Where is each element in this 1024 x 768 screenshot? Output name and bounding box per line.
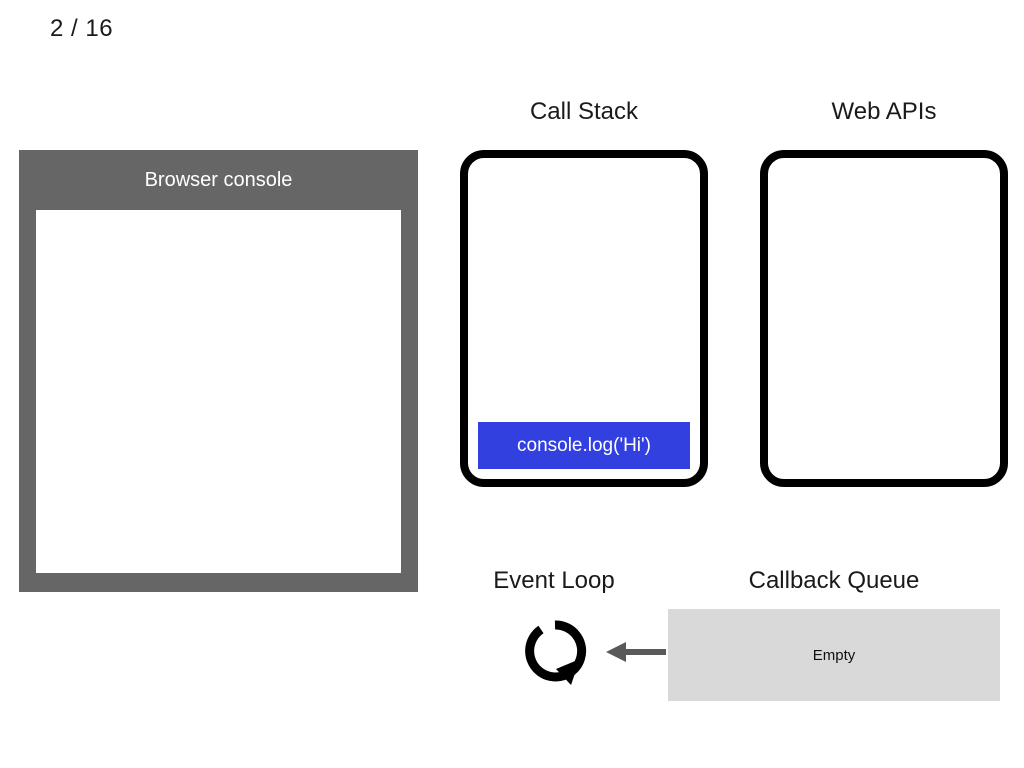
callback-queue-empty-label: Empty bbox=[812, 646, 856, 664]
circular-arrow-icon bbox=[518, 613, 592, 693]
web-apis-title: Web APIs bbox=[831, 98, 937, 125]
event-loop-title: Event Loop bbox=[493, 567, 615, 594]
web-apis-box bbox=[760, 150, 1008, 487]
browser-console-screen bbox=[36, 210, 401, 573]
callback-queue-box: Empty bbox=[668, 609, 1000, 701]
slide-counter: 2 / 16 bbox=[50, 15, 114, 42]
call-stack-title: Call Stack bbox=[529, 98, 639, 125]
call-stack-box: console.log('Hi') bbox=[460, 150, 708, 487]
arrow-left-icon bbox=[604, 637, 666, 667]
callback-queue-title: Callback Queue bbox=[748, 567, 920, 594]
call-stack-frame: console.log('Hi') bbox=[478, 422, 690, 469]
browser-console-title: Browser console bbox=[144, 169, 293, 191]
browser-console-panel: Browser console bbox=[19, 150, 418, 592]
console-log-list bbox=[36, 210, 401, 226]
